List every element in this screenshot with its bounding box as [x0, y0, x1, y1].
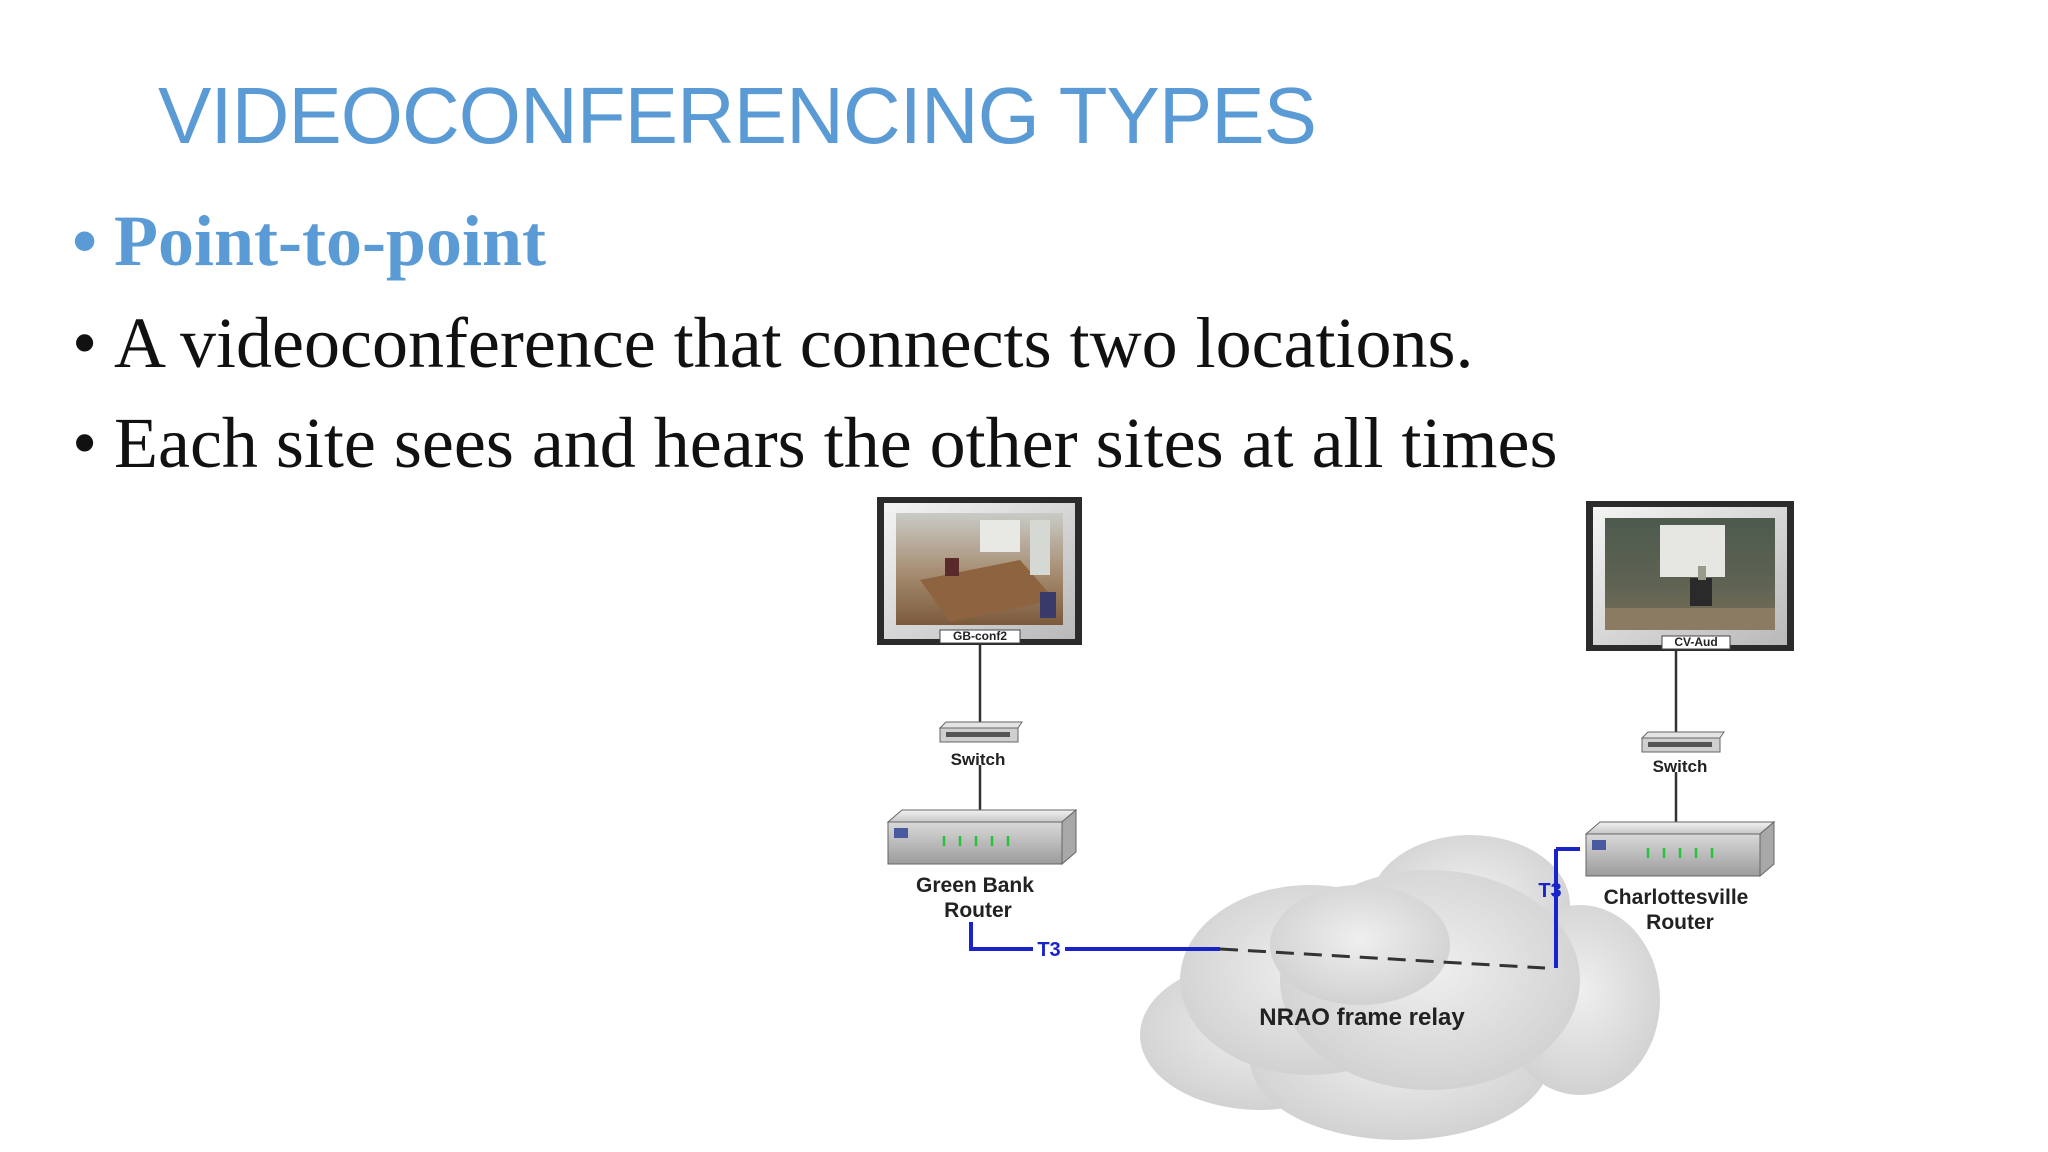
- right-switch-label: Switch: [1653, 757, 1708, 776]
- bullet-text: A videoconference that connects two loca…: [114, 303, 1474, 383]
- bullet-dot: •: [72, 201, 98, 281]
- bullet-text: Each site sees and hears the other sites…: [114, 403, 1558, 483]
- bullet-each-site-sees: •Each site sees and hears the other site…: [72, 402, 1558, 485]
- right-display: CV-Aud: [1586, 501, 1794, 651]
- left-display: GB-conf2: [877, 497, 1082, 645]
- bullet-dot: •: [72, 303, 98, 383]
- bullet-dot: •: [72, 403, 98, 483]
- right-t3-label: T3: [1538, 880, 1561, 902]
- bullet-connects-two-locations: •A videoconference that connects two loc…: [72, 302, 1474, 385]
- bullet-text: Point-to-point: [114, 201, 546, 281]
- left-router-label-line1: Green Bank: [916, 874, 1034, 897]
- left-t3-link: [969, 922, 1220, 951]
- slide-title: VIDEOCONFERENCING TYPES: [158, 71, 1317, 160]
- frame-relay-cloud: NRAO frame relay: [1140, 835, 1660, 1140]
- right-router-label-line2: Router: [1646, 911, 1714, 934]
- left-router-label-line2: Router: [944, 899, 1012, 922]
- left-router: Green Bank Router: [886, 808, 1078, 922]
- left-display-label: GB-conf2: [953, 629, 1007, 643]
- right-display-label: CV-Aud: [1674, 635, 1717, 649]
- left-t3-label: T3: [1037, 939, 1060, 961]
- bullet-point-to-point: •Point-to-point: [72, 200, 546, 283]
- right-router: Charlottesville Router: [1584, 820, 1776, 934]
- left-switch-label: Switch: [951, 750, 1006, 769]
- cloud-label: NRAO frame relay: [1259, 1004, 1465, 1031]
- right-router-label-line1: Charlottesville: [1604, 886, 1749, 909]
- right-switch: Switch: [1640, 731, 1725, 776]
- left-switch: Switch: [938, 721, 1023, 769]
